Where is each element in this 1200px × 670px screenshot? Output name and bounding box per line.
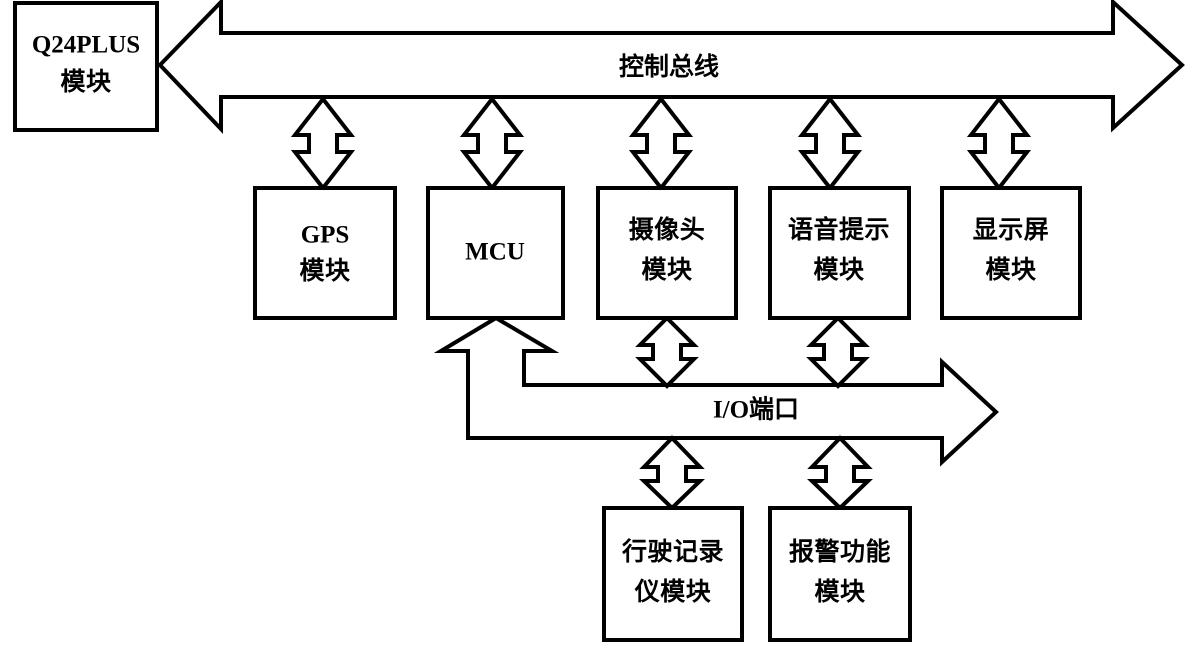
connector-control-to-mcu [459, 95, 525, 192]
module-box[interactable] [602, 506, 744, 642]
module-label-line2: 模块 [641, 255, 692, 284]
double-arrow-icon [639, 435, 705, 511]
module-alarm-function[interactable]: 报警功能 模块 [768, 506, 912, 642]
module-label-line2: 模块 [299, 256, 350, 285]
double-arrow-icon [459, 95, 525, 192]
double-arrow-icon [290, 95, 356, 192]
connector-control-to-display [966, 95, 1032, 192]
module-driving-recorder[interactable]: 行驶记录 仪模块 [602, 506, 744, 642]
module-label-line1: 行驶记录 [621, 537, 724, 566]
io-bus-label: I/O端口 [713, 396, 799, 424]
double-arrow-icon [635, 315, 699, 389]
module-label-line2: 模块 [985, 255, 1036, 284]
connector-io-to-recorder [639, 435, 705, 511]
module-label-line1: GPS [301, 222, 350, 249]
module-label-line1: MCU [465, 239, 525, 266]
connector-camera-to-io [635, 315, 699, 389]
module-label-line2: 模块 [814, 577, 865, 606]
connector-io-to-alarm [807, 435, 873, 511]
double-arrow-icon [628, 95, 694, 192]
control-bus-shape [157, 0, 1185, 134]
module-label-line1: 报警功能 [789, 537, 891, 566]
module-camera[interactable]: 摄像头 模块 [596, 186, 738, 320]
double-arrow-icon [807, 435, 873, 511]
module-gps[interactable]: GPS 模块 [253, 186, 397, 320]
connector-voice-to-io [806, 315, 870, 389]
double-arrow-icon [797, 95, 863, 192]
module-box[interactable] [596, 186, 738, 320]
control-bus: 控制总线 [157, 0, 1185, 134]
module-box[interactable] [940, 186, 1082, 320]
io-bus: I/O端口 [433, 315, 999, 467]
module-box[interactable] [426, 186, 565, 320]
module-mcu[interactable]: MCU [426, 186, 565, 320]
double-arrow-icon [966, 95, 1032, 192]
control-bus-label: 控制总线 [619, 52, 719, 81]
module-label-line2: 仪模块 [634, 577, 712, 606]
io-bus-shape [433, 315, 999, 467]
module-box[interactable] [13, 1, 159, 132]
module-label-line1: 显示屏 [973, 215, 1050, 244]
module-q24plus[interactable]: Q24PLUS 模块 [13, 1, 159, 132]
module-label-line1: 摄像头 [629, 215, 706, 244]
module-label-line2: 模块 [60, 67, 111, 96]
module-box[interactable] [253, 186, 397, 320]
module-box[interactable] [768, 186, 911, 320]
double-arrow-icon [806, 315, 870, 389]
connector-control-to-camera [628, 95, 694, 192]
module-label-line2: 模块 [813, 255, 864, 284]
connector-control-to-voice [797, 95, 863, 192]
module-voice-prompt[interactable]: 语音提示 模块 [768, 186, 911, 320]
module-display[interactable]: 显示屏 模块 [940, 186, 1082, 320]
connector-control-to-gps [290, 95, 356, 192]
module-label-line1: Q24PLUS [32, 32, 140, 59]
module-box[interactable] [768, 506, 912, 642]
module-label-line1: 语音提示 [788, 215, 890, 244]
